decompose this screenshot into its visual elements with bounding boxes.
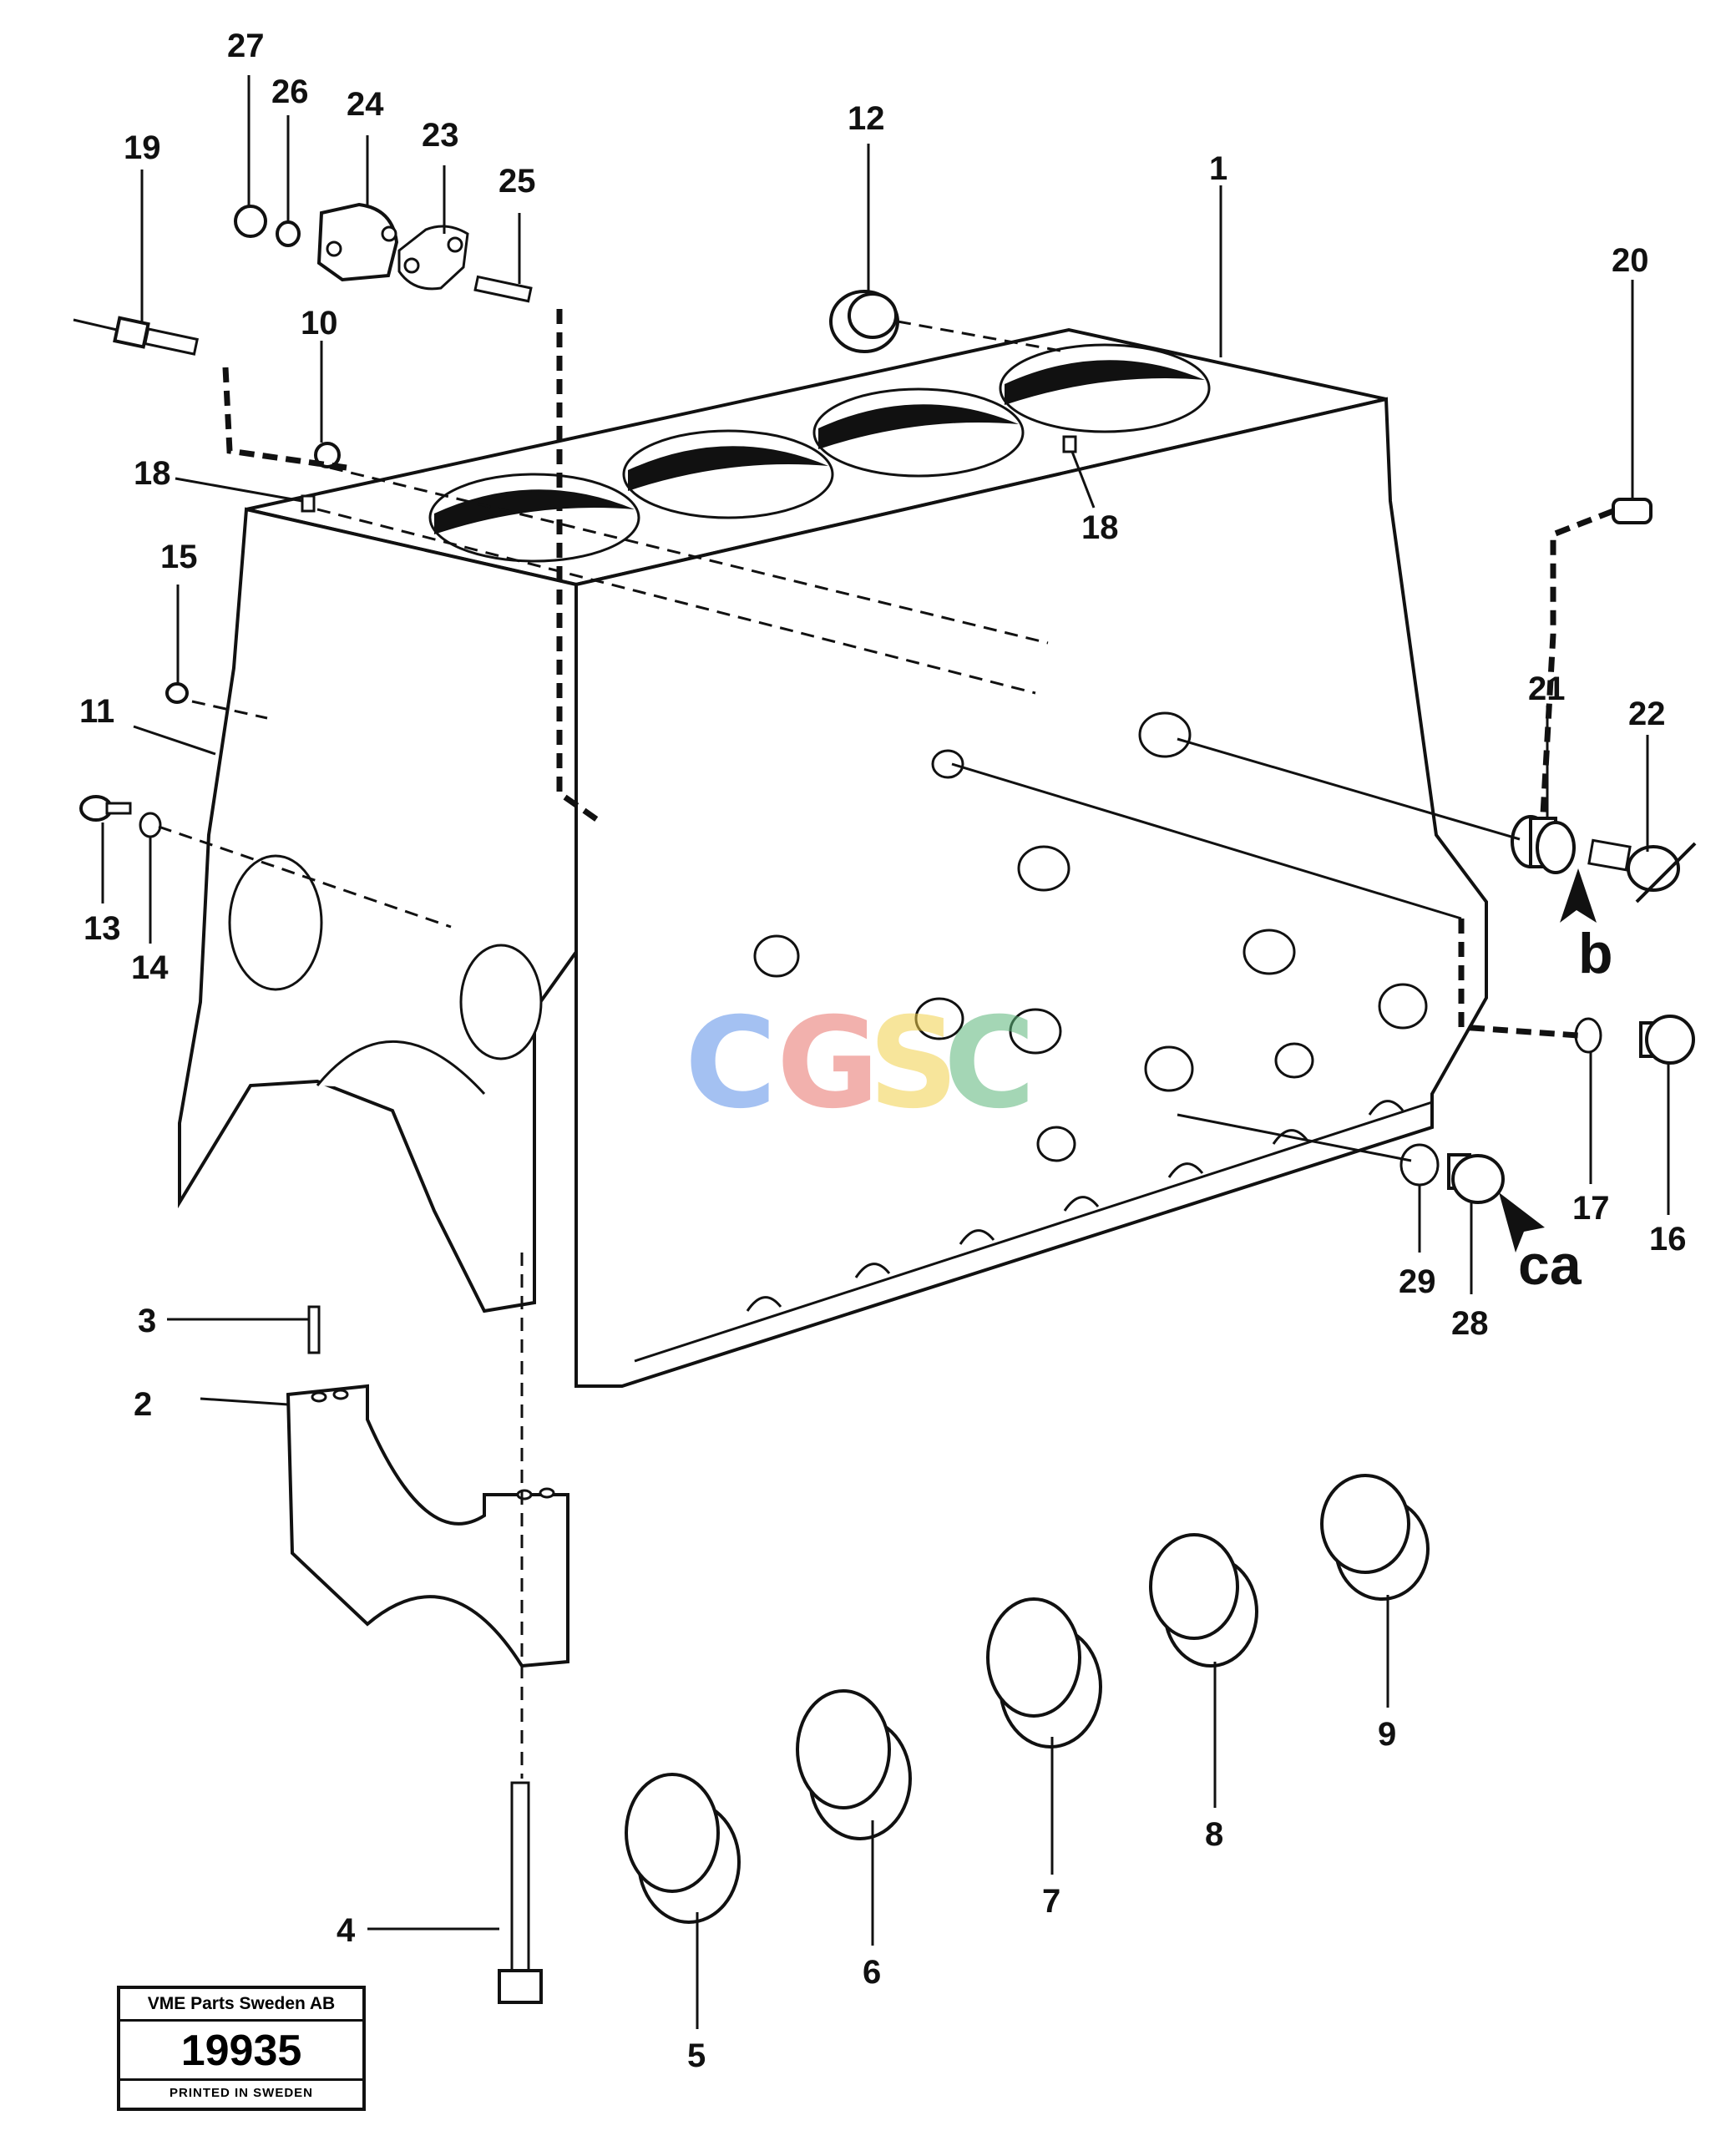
bearing-shell-7 — [986, 1597, 1102, 1749]
callout-8: 8 — [1205, 1816, 1223, 1853]
pin-18-left — [301, 494, 316, 513]
washer-17 — [1574, 1017, 1602, 1054]
stamp-footer: PRINTED IN SWEDEN — [169, 2086, 313, 2100]
callout-13: 13 — [84, 910, 121, 947]
callout-3: 3 — [138, 1303, 156, 1339]
bearing-shell-8 — [1149, 1533, 1258, 1668]
callout-1: 1 — [1209, 150, 1227, 187]
callout-11: 11 — [79, 693, 114, 730]
bearing-shells — [625, 1474, 1430, 1924]
callout-22: 22 — [1628, 696, 1666, 732]
watermark-letter-1: C — [685, 991, 777, 1136]
callout-12: 12 — [848, 100, 885, 137]
callout-24: 24 — [347, 86, 384, 123]
pin-18-right — [1062, 435, 1077, 453]
callout-6: 6 — [863, 1954, 881, 1991]
bearing-shell-6 — [796, 1689, 912, 1840]
washer-29 — [1399, 1143, 1440, 1187]
sleeve — [314, 442, 341, 468]
assembly-lines — [158, 309, 1615, 1779]
stud — [473, 275, 533, 303]
main-bearing-cap — [286, 1384, 569, 1668]
callout-18-left: 18 — [134, 455, 171, 492]
callout-4: 4 — [337, 1912, 356, 1949]
callout-28: 28 — [1451, 1305, 1489, 1342]
drain-cock — [1587, 838, 1697, 903]
bearing-shell-5 — [625, 1773, 741, 1924]
block-bosses — [753, 711, 1428, 1162]
watermark-letter-3: S — [868, 991, 959, 1136]
cover-plate — [316, 202, 399, 282]
small-plug — [165, 682, 189, 704]
engine-block — [178, 327, 1488, 1388]
plug-16 — [1639, 1015, 1695, 1065]
callout-21: 21 — [1528, 671, 1566, 707]
callout-14: 14 — [131, 949, 169, 986]
callout-18-right: 18 — [1081, 509, 1119, 546]
pan-bumps — [746, 1100, 1404, 1312]
washer-26 — [276, 220, 301, 247]
view-marker-b: b — [1578, 922, 1613, 985]
view-arrow-b — [1560, 868, 1597, 923]
adapter-21 — [1511, 815, 1576, 874]
callout-5: 5 — [687, 2037, 706, 2074]
view-marker-ca: ca — [1518, 1233, 1582, 1297]
drawing-stamp: VME Parts Sweden AB 19935 PRINTED IN SWE… — [117, 1986, 366, 2111]
bearing-shell-9 — [1320, 1474, 1430, 1601]
temperature-sensor — [73, 316, 199, 356]
view-arrow-ca — [1499, 1192, 1545, 1253]
stamp-drawing-number: 19935 — [120, 2022, 362, 2081]
callout-10: 10 — [301, 305, 338, 342]
leader-lines — [101, 75, 1670, 2029]
callout-17: 17 — [1572, 1190, 1610, 1227]
callout-15: 15 — [160, 539, 198, 575]
callout-7: 7 — [1042, 1883, 1060, 1920]
callout-26: 26 — [271, 73, 309, 110]
core-plug — [829, 290, 899, 353]
callout-9: 9 — [1378, 1716, 1396, 1753]
nut-27 — [234, 205, 267, 238]
plug-28 — [1447, 1153, 1505, 1204]
callout-labels: 1 2 3 4 5 6 7 8 9 10 11 12 13 14 15 16 1… — [79, 28, 1687, 2074]
callout-2: 2 — [134, 1386, 152, 1423]
callout-27: 27 — [227, 28, 265, 64]
washer-14 — [139, 812, 162, 838]
dowel-pin — [307, 1305, 321, 1354]
callout-29: 29 — [1399, 1263, 1436, 1300]
callout-19: 19 — [124, 129, 161, 166]
watermark-letter-4: C — [944, 991, 1035, 1136]
main-bearing-bolt — [498, 1781, 543, 2004]
stamp-company: VME Parts Sweden AB — [120, 1989, 362, 2022]
sleeve-20 — [1612, 498, 1652, 524]
watermark: C G S C — [685, 991, 1035, 1136]
cylinder-bores — [428, 343, 1211, 563]
gear-case-bolt — [79, 795, 132, 822]
callout-16: 16 — [1649, 1221, 1687, 1258]
gasket — [397, 225, 469, 291]
callout-20: 20 — [1612, 242, 1649, 279]
callout-25: 25 — [499, 163, 536, 200]
callout-23: 23 — [422, 117, 459, 154]
watermark-letter-2: G — [777, 991, 879, 1136]
